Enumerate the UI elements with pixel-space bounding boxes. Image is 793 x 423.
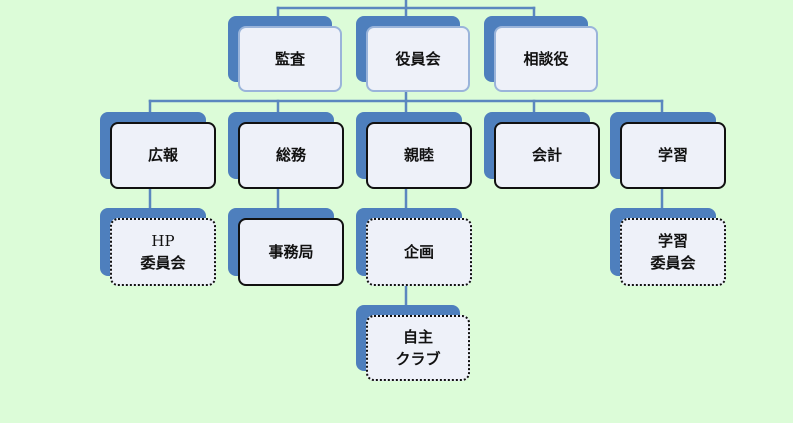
node-label: 役員会 — [395, 49, 441, 68]
node-jimukyoku: 事務局 — [228, 208, 344, 286]
node-label: 親睦 — [403, 146, 434, 165]
node-label: 学習 — [657, 146, 688, 165]
node-jishu-club: 自主 クラブ — [356, 305, 470, 381]
node-label-line1: 自主 — [402, 327, 433, 346]
node-label-line2: 委員会 — [650, 254, 696, 272]
node-label-line1: 学習 — [657, 231, 688, 250]
node-label: 会計 — [531, 146, 562, 165]
node-shinboku: 親睦 — [356, 112, 472, 189]
node-kaikei: 会計 — [484, 112, 600, 189]
node-gakushu: 学習 — [610, 112, 726, 189]
node-label-line2: 委員会 — [140, 254, 186, 272]
node-kikaku: 企画 — [356, 208, 472, 286]
node-label: 監査 — [274, 49, 305, 68]
node-label: 総務 — [275, 146, 306, 165]
node-label: 広報 — [147, 146, 178, 165]
node-gakushu-iinkai: 学習 委員会 — [610, 208, 726, 286]
node-label-line2: クラブ — [395, 350, 441, 368]
node-kouhou: 広報 — [100, 112, 216, 189]
node-label-line1: HP — [151, 231, 175, 250]
node-label: 事務局 — [268, 242, 314, 261]
node-hp-iinkai: HP 委員会 — [100, 208, 216, 286]
node-soumu: 総務 — [228, 112, 344, 189]
node-label: 企画 — [403, 242, 434, 261]
node-soudanyaku: 相談役 — [484, 16, 598, 92]
node-label: 相談役 — [523, 49, 569, 68]
node-kansa: 監査 — [228, 16, 342, 92]
node-yakuinkai: 役員会 — [356, 16, 470, 92]
